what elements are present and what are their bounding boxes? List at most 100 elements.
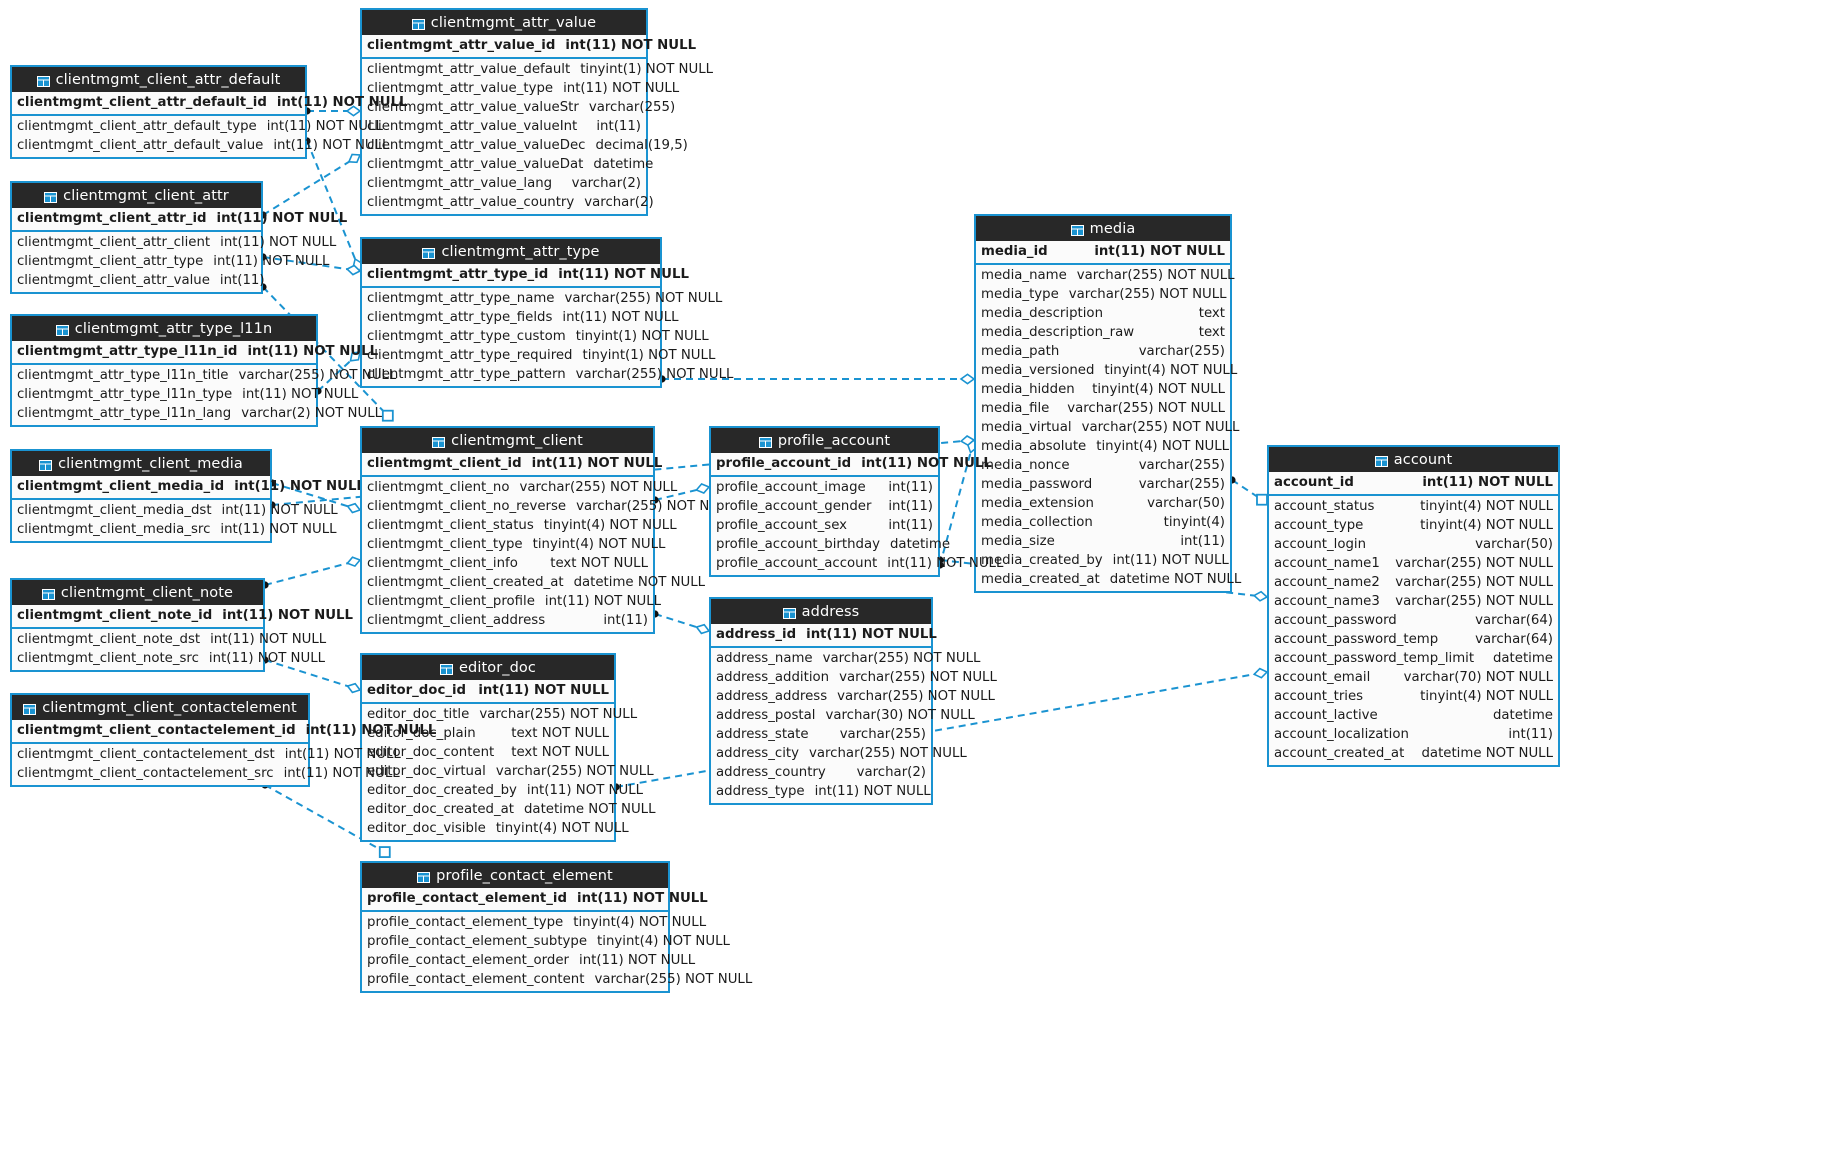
- table-title: profile_contact_element: [436, 867, 613, 884]
- field-type: int(11) NOT NULL: [526, 783, 644, 798]
- entity-table-clientmgmt_attr_type_l11n[interactable]: clientmgmt_attr_type_l11n clientmgmt_attr…: [10, 314, 396, 427]
- field-name: profile_contact_element_order: [367, 953, 569, 968]
- field-name: clientmgmt_attr_value_id: [367, 38, 556, 53]
- field-type: int(11) NOT NULL: [266, 119, 383, 134]
- table-title: media: [1089, 220, 1136, 237]
- table-header-clientmgmt_client_media: clientmgmt_client_media: [12, 451, 270, 476]
- field-type: varchar(50): [1475, 537, 1553, 552]
- table-header-media: media: [976, 216, 1230, 241]
- field-name: account_email: [1274, 670, 1371, 685]
- field-type: tinyint(1) NOT NULL: [575, 329, 709, 344]
- field-name: clientmgmt_attr_type_name: [367, 291, 555, 306]
- field-name: clientmgmt_attr_value_default: [367, 62, 571, 77]
- table-icon: [411, 18, 425, 30]
- field-type: int(11) NOT NULL: [305, 723, 437, 738]
- field-name: clientmgmt_client_status: [367, 518, 534, 533]
- entity-table-profile_contact_element[interactable]: profile_contact_element profile_contact_e…: [360, 861, 752, 993]
- field-name: clientmgmt_client_profile: [367, 594, 535, 609]
- table-title: address: [801, 603, 860, 620]
- field-name: account_name3: [1274, 594, 1380, 609]
- field-type: int(11): [1508, 727, 1553, 742]
- field-name: media_path: [981, 344, 1060, 359]
- field-type: varchar(255) NOT NULL: [564, 291, 723, 306]
- field-name: address_postal: [716, 708, 816, 723]
- relation-clientmgmt_client_note-to-clientmgmt_client: [261, 556, 362, 589]
- table-title: clientmgmt_client_media: [58, 455, 243, 472]
- field-type: int(11) NOT NULL: [234, 479, 365, 494]
- field-name: address_type: [716, 784, 805, 799]
- table-title: profile_account: [777, 432, 891, 449]
- relation-media-to-account: [1228, 476, 1268, 506]
- field-name: clientmgmt_attr_type_l11n_lang: [17, 406, 232, 421]
- field-type: text NOT NULL: [550, 556, 648, 571]
- field-type: int(11) NOT NULL: [247, 344, 379, 359]
- field-name: editor_doc_title: [367, 707, 470, 722]
- field-row: media_size int(11): [976, 532, 1230, 551]
- field-name: clientmgmt_client_note_dst: [17, 632, 201, 647]
- field-type: varchar(255) NOT NULL: [1076, 268, 1235, 283]
- table-header-clientmgmt_client_attr_default: clientmgmt_client_attr_default: [12, 67, 305, 92]
- field-type: varchar(70) NOT NULL: [1403, 670, 1553, 685]
- field-name: clientmgmt_client_attr_default_value: [17, 138, 264, 153]
- field-name: media_collection: [981, 515, 1093, 530]
- field-name: media_nonce: [981, 458, 1070, 473]
- entity-table-clientmgmt_client_attr_default[interactable]: clientmgmt_client_attr_default clientmgmt…: [10, 65, 408, 159]
- field-type: int(11) NOT NULL: [284, 747, 401, 762]
- field-name: clientmgmt_attr_value_valueInt: [367, 119, 578, 134]
- field-type: text: [1198, 325, 1225, 340]
- table-title: clientmgmt_attr_type_l11n: [74, 320, 273, 337]
- field-type: int(11): [1180, 534, 1225, 549]
- field-type: varchar(255): [1138, 477, 1225, 492]
- field-name: media_description_raw: [981, 325, 1135, 340]
- field-type: tinyint(4) NOT NULL: [573, 915, 707, 930]
- field-name: media_hidden: [981, 382, 1075, 397]
- table-title: editor_doc: [459, 659, 536, 676]
- field-type: varchar(50): [1147, 496, 1225, 511]
- table-icon: [44, 191, 58, 203]
- field-type: int(11) NOT NULL: [1112, 553, 1229, 568]
- field-name: account_localization: [1274, 727, 1409, 742]
- table-header-editor_doc: editor_doc: [362, 655, 614, 680]
- field-name: clientmgmt_client_no_reverse: [367, 499, 567, 514]
- field-type: int(11) NOT NULL: [210, 632, 327, 647]
- field-name: clientmgmt_client_attr_value: [17, 273, 210, 288]
- field-type: tinyint(1) NOT NULL: [582, 348, 716, 363]
- field-type: datetime: [889, 537, 951, 552]
- field-type: int(11) NOT NULL: [562, 310, 679, 325]
- field-name: media_size: [981, 534, 1055, 549]
- table-icon: [758, 436, 772, 448]
